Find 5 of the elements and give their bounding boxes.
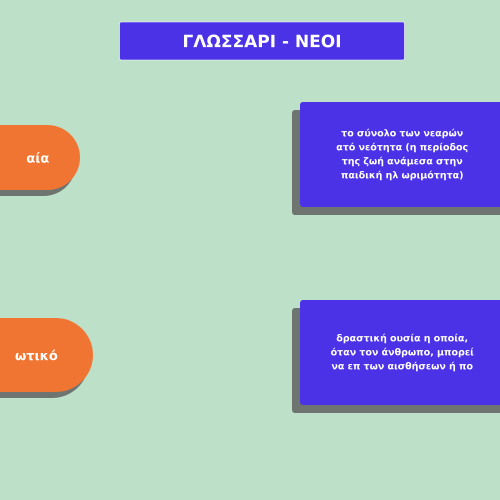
- definition-card: το σύνολο των νεαρών ατό νεότητα (η περίοδος της ζωή ανάμεσα στην παιδική ηλ ωριμότητα): [292, 102, 500, 215]
- term-pill: ωτικό: [0, 318, 93, 398]
- term-pill: αία: [0, 125, 80, 196]
- definition-card: δραστική ουσία η οποία, όταν τον άνθρωπο, μπορεί να επ των αισθήσεων ή πο: [292, 300, 500, 413]
- title-banner: ΓΛΩΣΣΑΡΙ - ΝΕΟΙ: [119, 22, 405, 60]
